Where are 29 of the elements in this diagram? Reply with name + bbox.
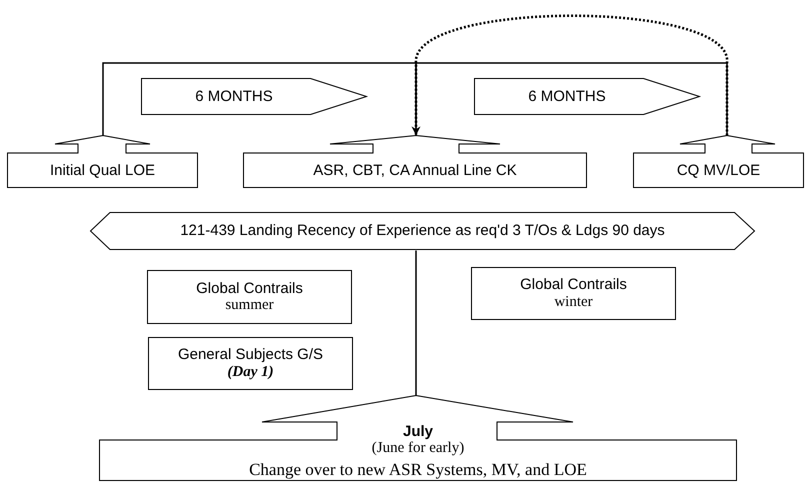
box-label: CQ MV/LOE <box>676 162 760 180</box>
box-label: 121-439 Landing Recency of Experience as req'd 3 T/Os & Ldgs 90 days <box>180 222 665 240</box>
text-box <box>147 270 352 324</box>
connector-line <box>415 250 417 396</box>
box-label: Global Contrails <box>520 276 627 294</box>
text-box <box>148 337 353 390</box>
arrow-banner <box>141 78 367 115</box>
connector-line <box>102 62 417 136</box>
box-label: winter <box>554 294 593 311</box>
box-label: July <box>402 423 433 440</box>
arrow-banner <box>474 78 700 115</box>
box-label: (June for early) <box>372 440 464 458</box>
box-label: General Subjects G/S <box>178 346 324 364</box>
callout-box <box>7 135 198 188</box>
callout-box <box>243 135 587 188</box>
box-label: Change over to new ASR Systems, MV, and LOE <box>249 460 587 480</box>
box-label: (Day 1) <box>227 364 274 381</box>
connector-line <box>415 62 728 136</box>
hexagon-banner <box>90 212 755 250</box>
box-label: ASR, CBT, CA Annual Line CK <box>313 162 517 180</box>
box-label: 6 MONTHS <box>195 88 273 106</box>
box-label: Initial Qual LOE <box>50 162 156 180</box>
box-label: summer <box>225 297 274 314</box>
text-box <box>471 267 676 320</box>
box-label: Global Contrails <box>196 280 303 297</box>
box-label: 6 MONTHS <box>528 88 606 106</box>
callout-box <box>633 135 804 188</box>
dotted-arrow <box>412 14 728 136</box>
callout-box <box>99 395 737 481</box>
